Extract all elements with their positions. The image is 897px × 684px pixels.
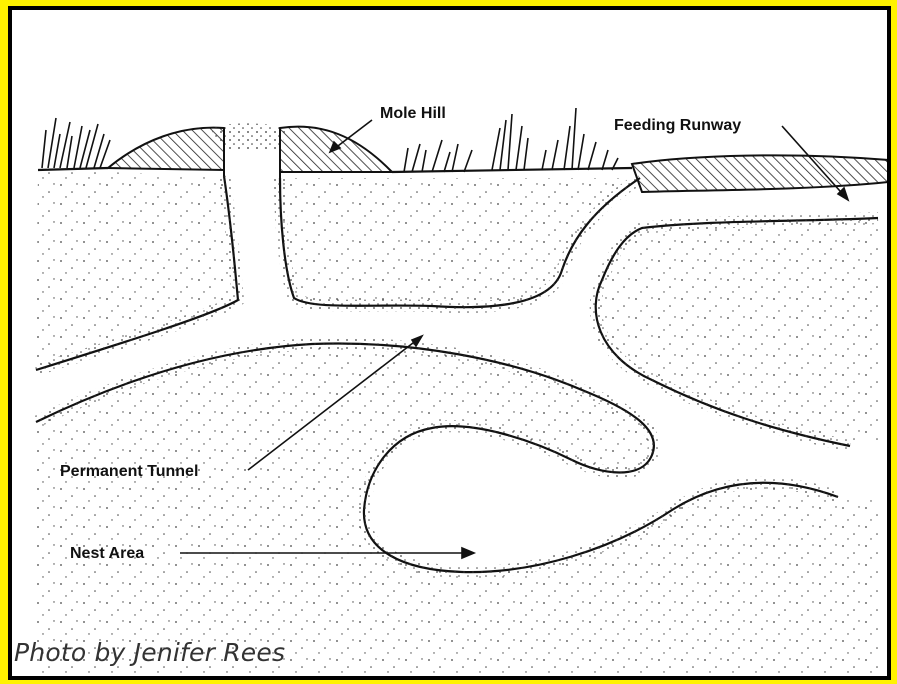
- soil-upper-middle: [280, 178, 640, 307]
- mole-tunnel-diagram: Mole Hill Feeding Runway Permanent Tunne…: [12, 10, 887, 676]
- image-frame: Mole Hill Feeding Runway Permanent Tunne…: [8, 6, 891, 680]
- label-permanent-tunnel: Permanent Tunnel: [60, 463, 198, 480]
- photo-credit-caption: Photo by Jenifer Rees: [14, 638, 285, 667]
- label-mole-hill: Mole Hill: [380, 105, 446, 122]
- feeding-runway-ridge: [632, 155, 887, 192]
- label-feeding-runway: Feeding Runway: [614, 117, 741, 134]
- soil-middle-tongue: [36, 343, 654, 510]
- mole-hill-mound: [108, 124, 392, 179]
- label-nest-area: Nest Area: [70, 545, 144, 562]
